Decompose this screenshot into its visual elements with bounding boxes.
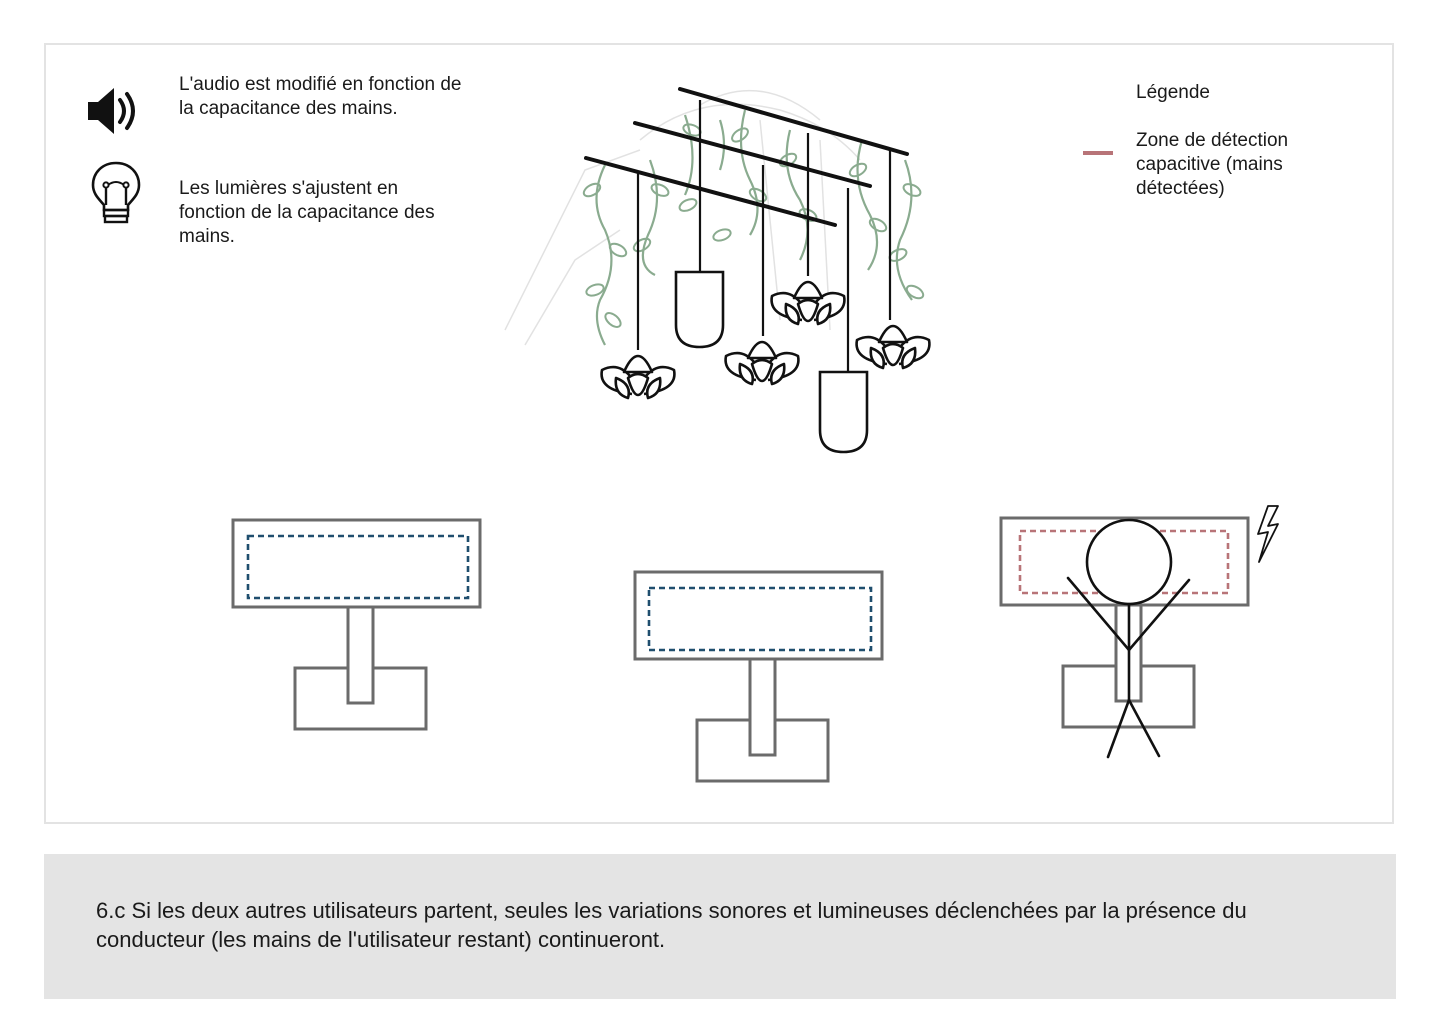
legend-swatch — [1083, 151, 1113, 155]
station-left — [231, 518, 482, 731]
flower-pendant — [600, 354, 676, 400]
speaker-icon — [88, 88, 135, 134]
flower-pendant — [770, 280, 846, 326]
capacitive-zone-idle — [246, 534, 470, 600]
capacitive-zone-idle — [647, 586, 873, 652]
cylinder-pendant — [818, 370, 869, 454]
caption-text: 6.c Si les deux autres utilisateurs part… — [96, 898, 1247, 952]
lightning-icon — [1257, 505, 1279, 563]
legend-title: Légende — [1136, 82, 1210, 103]
legend-item-label: Zone de détection capacitive (mains déte… — [1136, 130, 1289, 199]
user-figure — [1066, 518, 1191, 759]
cylinder-pendant — [674, 270, 725, 349]
station-center — [633, 570, 884, 783]
ceiling-bars — [584, 87, 909, 227]
flower-pendants — [600, 280, 931, 400]
light-bulb-icon — [91, 161, 141, 224]
hanging-vines — [595, 109, 913, 346]
caption-box: 6.c Si les deux autres utilisateurs part… — [44, 854, 1396, 999]
lights-note: Les lumières s'ajustent en fonction de l… — [179, 178, 435, 247]
audio-note: L'audio est modifié en fonction de la ca… — [179, 74, 462, 119]
flower-pendant — [724, 340, 800, 386]
pendant-cords — [636, 100, 892, 372]
vine-leaves — [582, 123, 925, 328]
flower-pendant — [855, 324, 931, 370]
